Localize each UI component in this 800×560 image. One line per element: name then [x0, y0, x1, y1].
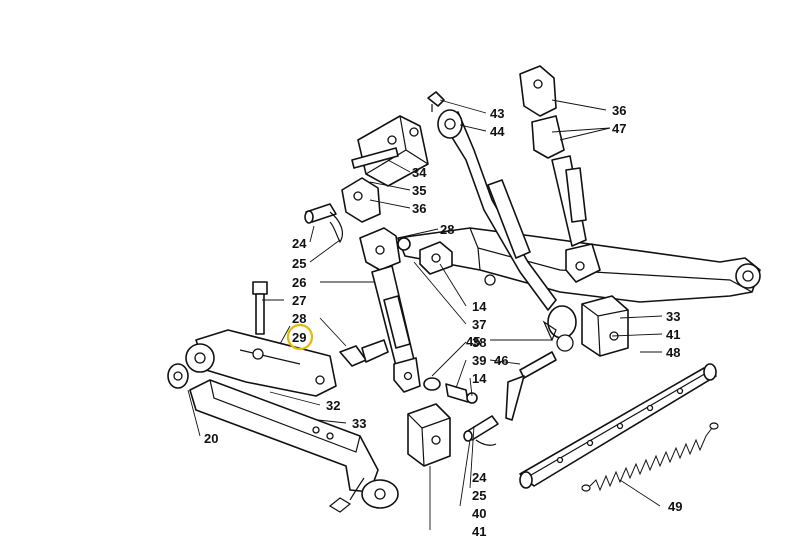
top-link-turnbuckle: [427, 91, 577, 352]
pin-39: [423, 377, 478, 404]
label-36-top: 36: [612, 103, 626, 118]
label-24-lower: 24: [472, 470, 487, 485]
label-46: 46: [494, 353, 508, 368]
part-labels: 43 44 36 47 34 35 36 28 24 25 26 27 14 3…: [204, 103, 682, 539]
label-41-lower: 41: [472, 524, 486, 539]
label-35: 35: [412, 183, 426, 198]
label-40: 40: [472, 506, 486, 521]
label-37: 37: [472, 317, 486, 332]
label-29: 29: [292, 330, 306, 345]
handle-46: [505, 320, 557, 421]
label-33-lower: 33: [352, 416, 366, 431]
label-49: 49: [668, 499, 682, 514]
spring-49: [581, 422, 719, 492]
label-38: 38: [472, 335, 486, 350]
label-14-lower: 14: [472, 371, 487, 386]
leader-lines: [187, 99, 663, 530]
support-bracket-41-lower: [407, 403, 451, 467]
label-36-mid: 36: [412, 201, 426, 216]
lower-link-arm: [167, 363, 399, 513]
bolt-27: [252, 281, 268, 335]
center-bracket-14: [397, 237, 453, 275]
label-39: 39: [472, 353, 486, 368]
label-44: 44: [490, 124, 505, 139]
label-28-mid: 28: [292, 311, 306, 326]
clevis-35: [341, 177, 381, 223]
left-lift-rod-26: [359, 227, 421, 393]
top-link-bracket-34: [351, 115, 429, 187]
label-24-left: 24: [292, 236, 307, 251]
label-43: 43: [490, 106, 504, 121]
label-34: 34: [412, 165, 427, 180]
label-32: 32: [326, 398, 340, 413]
label-20: 20: [204, 431, 218, 446]
label-47: 47: [612, 121, 626, 136]
label-27: 27: [292, 293, 306, 308]
drawbar-48: [519, 363, 717, 489]
right-lift-rod: [519, 65, 601, 283]
stud-28: [339, 339, 389, 367]
label-14-right: 14: [472, 299, 487, 314]
support-bracket-41: [581, 295, 629, 357]
arm-32: [185, 329, 337, 397]
pin-24-upper: [304, 203, 343, 244]
highlight-ring-29: [286, 323, 314, 351]
label-33-right: 33: [666, 309, 680, 324]
label-26: 26: [292, 275, 306, 290]
label-25-lower: 25: [472, 488, 486, 503]
pin-40: [463, 415, 499, 446]
label-45: 45: [466, 334, 480, 349]
label-28-top: 28: [440, 222, 454, 237]
label-25-left: 25: [292, 256, 306, 271]
label-41-right: 41: [666, 327, 680, 342]
label-48: 48: [666, 345, 680, 360]
